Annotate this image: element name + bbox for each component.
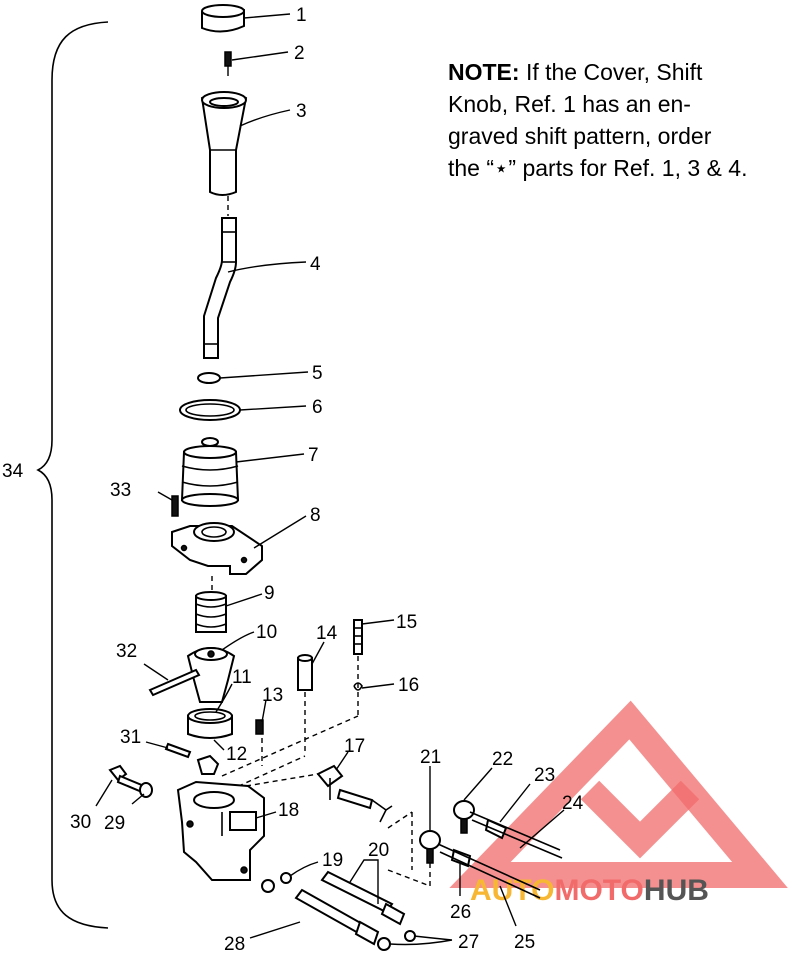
part-33-screw [157,491,179,517]
part-20-rod [320,870,406,926]
callout-12: 12 [226,744,247,765]
part-11-bushing [187,708,233,739]
callout-10: 10 [256,622,277,643]
part-18-base [176,780,265,881]
part-6-ring [179,399,241,421]
part-4-lever [203,217,237,359]
callout-22: 22 [492,749,513,770]
part-8-housing [171,522,263,575]
callout-19: 19 [322,850,343,871]
part-27-nuts [377,930,416,951]
part-31-pin [164,742,192,759]
part-22-ball-joint [453,800,475,834]
part-15-stud [353,619,363,655]
callout-numbers: 1 2 3 4 5 6 7 8 9 10 11 13 14 15 16 17 1… [2,5,584,955]
callout-2: 2 [294,43,305,64]
part-5-washer [197,372,221,384]
callout-28: 28 [224,934,245,955]
callout-17: 17 [344,736,365,757]
part-3-knob [200,91,248,196]
part-29-washer [139,782,153,798]
callout-30: 30 [70,812,91,833]
part-10-pivot [186,647,236,703]
callout-32: 32 [116,641,137,662]
note-line-3: graved shift pattern, order [448,123,712,149]
note-block: NOTE: If the Cover, Shift Knob, Ref. 1 h… [448,59,747,181]
callout-1: 1 [296,5,307,26]
part-17-linkage [316,764,393,823]
part-1-cover [201,4,245,33]
callout-16: 16 [398,675,419,696]
callout-3: 3 [296,101,307,122]
part-32-pin [148,668,201,697]
watermark-moto: MOTO [554,874,643,907]
callout-34: 34 [2,461,24,482]
part-24-cable [469,811,563,859]
callout-7: 7 [308,445,319,466]
watermark-text: AUTOMOTOHUB [470,874,709,907]
callout-13: 13 [262,685,283,706]
watermark-hub: HUB [644,874,709,907]
part-16-clip [353,682,363,691]
callout-33: 33 [110,480,131,501]
callout-11: 11 [232,667,252,688]
part-9-spring [195,591,227,633]
callout-29: 29 [104,813,125,834]
callout-9: 9 [264,583,275,604]
callout-14: 14 [316,623,338,644]
callout-18: 18 [278,800,299,821]
part-25-cable [437,843,541,899]
callout-31: 31 [120,727,141,748]
watermark-triangle [449,700,788,888]
part-30-bolt [108,764,146,794]
part-7-boot [180,437,240,507]
leader-lines [95,13,565,946]
watermark-logo: AUTOMOTOHUB [449,700,788,907]
part-14-dowel [297,654,313,691]
callout-21: 21 [420,747,441,768]
part-19-nuts [261,872,292,893]
callout-26: 26 [450,902,471,923]
callout-24: 24 [562,793,584,814]
callout-15: 15 [396,612,417,633]
assembly-brace [36,21,109,929]
note-line-2: Knob, Ref. 1 has an en- [448,91,691,117]
part-28-rod [294,888,380,946]
callout-25: 25 [514,932,535,953]
callout-4: 4 [310,254,321,275]
callout-5: 5 [312,363,323,384]
callout-20: 20 [368,840,389,861]
part-2-screw [224,51,232,76]
callout-6: 6 [312,397,323,418]
part-26-nut [450,848,472,868]
note-line-4: the “⋆” parts for Ref. 1, 3 & 4. [448,155,747,181]
part-21-ball-joint [419,830,441,864]
callout-23: 23 [534,765,555,786]
watermark-auto: AUTO [470,874,554,907]
note-label: NOTE: [448,59,520,85]
part-13-screw [255,719,264,735]
callout-27: 27 [458,932,479,953]
note-line-1: NOTE: If the Cover, Shift [448,59,703,85]
note-line-1-text: If the Cover, Shift [520,59,703,85]
part-12-nut [196,754,220,775]
watermark-inner-mark [580,780,700,859]
callout-8: 8 [310,505,321,526]
